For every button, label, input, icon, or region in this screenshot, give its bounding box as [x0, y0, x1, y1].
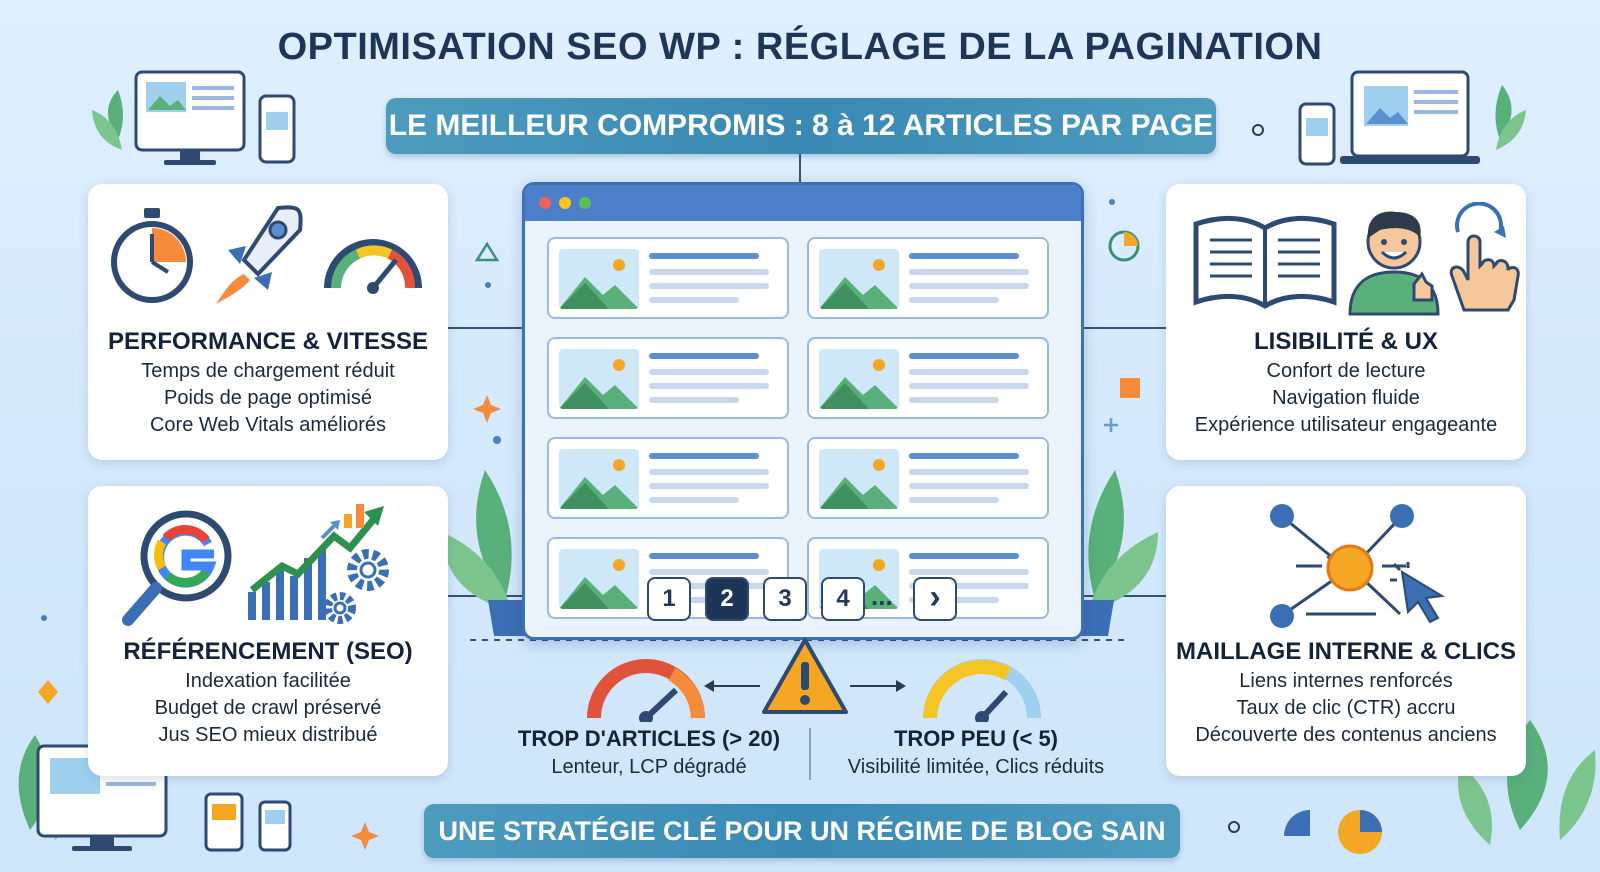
too-many-articles-title: TROP D'ARTICLES (> 20) — [517, 726, 781, 751]
post-text-line — [909, 497, 999, 503]
page-ellipsis: ... — [871, 581, 893, 611]
open-book-icon — [1193, 215, 1337, 309]
card-performance-title: PERFORMANCE & VITESSE — [107, 328, 429, 355]
image-placeholder-icon — [819, 349, 899, 409]
page-button-3[interactable]: 3 — [763, 577, 807, 621]
post-text-line — [909, 469, 1029, 475]
rocket-icon — [216, 205, 303, 304]
card-seo: RÉFÉRENCEMENT (SEO) Indexation facilitée… — [88, 486, 448, 776]
card-linking: MAILLAGE INTERNE & CLICS Liens internes … — [1166, 486, 1526, 776]
next-page-button[interactable]: › — [913, 577, 957, 621]
image-placeholder-icon — [819, 249, 899, 309]
card-ux-line-2: Navigation fluide — [1272, 387, 1420, 409]
post-card — [807, 237, 1049, 319]
post-title-line — [649, 353, 759, 359]
card-performance-line-2: Poids de page optimisé — [164, 387, 372, 409]
blog-browser-mockup: 1 2 3 4 ... › — [522, 182, 1084, 640]
key-strategy-banner: UNE STRATÉGIE CLÉ POUR UN RÉGIME DE BLOG… — [424, 804, 1180, 858]
smiling-person-icon — [1348, 211, 1440, 316]
page-button-1[interactable]: 1 — [647, 577, 691, 621]
stopwatch-icon — [111, 208, 193, 303]
post-text-line — [649, 283, 769, 289]
window-dot-yellow — [559, 197, 571, 209]
post-text-line — [909, 283, 1029, 289]
post-text-line — [909, 297, 999, 303]
post-title-line — [909, 553, 1019, 559]
card-seo-line-1: Indexation facilitée — [185, 670, 351, 692]
post-text-line — [909, 369, 1029, 375]
image-placeholder-icon — [559, 549, 639, 609]
page-button-4[interactable]: 4 — [821, 577, 865, 621]
window-dot-red — [539, 197, 551, 209]
card-ux: LISIBILITÉ & UX Confort de lecture Navig… — [1166, 184, 1526, 460]
yellow-gauge-icon — [923, 659, 1041, 722]
red-gauge-icon — [587, 659, 705, 722]
card-ux-line-1: Confort de lecture — [1266, 360, 1426, 382]
best-compromise-banner: LE MEILLEUR COMPROMIS : 8 à 12 ARTICLES … — [386, 98, 1216, 154]
post-text-line — [649, 597, 739, 603]
post-text-line — [649, 297, 739, 303]
post-title-line — [649, 553, 759, 559]
post-text-line — [649, 569, 769, 575]
card-seo-line-2: Budget de crawl préservé — [154, 697, 382, 719]
post-text-line — [649, 269, 769, 275]
tap-hand-icon — [1449, 202, 1520, 312]
post-text-line — [649, 497, 739, 503]
network-graph-icon — [1270, 504, 1414, 628]
post-card — [547, 337, 789, 419]
card-linking-title: MAILLAGE INTERNE & CLICS — [1176, 638, 1516, 665]
post-text-line — [909, 383, 1029, 389]
page-title: OPTIMISATION SEO WP : RÉGLAGE DE LA PAGI… — [277, 26, 1323, 68]
window-dot-green — [579, 197, 591, 209]
image-placeholder-icon — [559, 249, 639, 309]
browser-toolbar — [525, 185, 1081, 221]
post-text-line — [649, 369, 769, 375]
post-text-line — [649, 383, 769, 389]
post-text-line — [649, 469, 769, 475]
card-linking-line-3: Découverte des contenus anciens — [1195, 724, 1497, 746]
card-linking-line-2: Taux de clic (CTR) accru — [1236, 697, 1456, 719]
post-text-line — [909, 483, 1029, 489]
image-placeholder-icon — [559, 349, 639, 409]
post-card — [807, 337, 1049, 419]
magnifier-google-icon — [122, 510, 232, 626]
card-ux-title: LISIBILITÉ & UX — [1253, 328, 1438, 355]
post-title-line — [649, 253, 759, 259]
card-performance: PERFORMANCE & VITESSE Temps de chargemen… — [88, 184, 448, 460]
cursor-icon — [1390, 562, 1445, 624]
card-linking-line-1: Liens internes renforcés — [1239, 670, 1453, 692]
speedometer-icon — [324, 239, 422, 294]
post-title-line — [909, 353, 1019, 359]
card-performance-line-3: Core Web Vitals améliorés — [149, 414, 387, 436]
too-few-articles-subtitle: Visibilité limitée, Clics réduits — [847, 756, 1105, 778]
post-text-line — [909, 397, 999, 403]
card-performance-line-1: Temps de chargement réduit — [141, 360, 395, 382]
image-placeholder-icon — [559, 449, 639, 509]
post-card — [547, 437, 789, 519]
post-title-line — [909, 253, 1019, 259]
post-title-line — [649, 453, 759, 459]
card-seo-title: RÉFÉRENCEMENT (SEO) — [123, 638, 413, 665]
too-few-articles-title: TROP PEU (< 5) — [893, 726, 1059, 751]
warning-triangle-icon — [762, 638, 848, 714]
post-text-line — [909, 269, 1029, 275]
growth-chart-icon — [248, 504, 384, 620]
post-text-line — [649, 397, 739, 403]
post-text-line — [649, 483, 769, 489]
post-text-line — [909, 583, 1029, 589]
too-many-articles-subtitle: Lenteur, LCP dégradé — [551, 756, 747, 778]
post-title-line — [909, 453, 1019, 459]
post-card — [547, 237, 789, 319]
card-ux-line-3: Expérience utilisateur engageante — [1194, 414, 1498, 436]
image-placeholder-icon — [819, 449, 899, 509]
card-seo-line-3: Jus SEO mieux distribué — [158, 724, 378, 746]
post-text-line — [909, 569, 1029, 575]
post-card — [807, 437, 1049, 519]
page-button-2-current[interactable]: 2 — [705, 577, 749, 621]
gear-icon — [324, 549, 389, 624]
